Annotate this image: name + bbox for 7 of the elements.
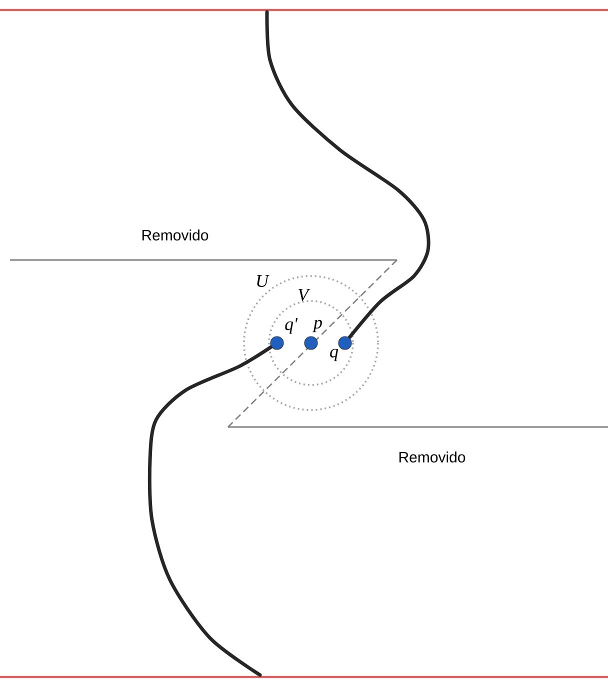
set-label: U — [257, 275, 270, 287]
point-label: q' — [285, 318, 298, 334]
region-label: Removido — [399, 452, 466, 462]
point-label: p — [312, 320, 322, 332]
region-label: Removido — [142, 230, 208, 240]
set-label: V — [298, 288, 310, 302]
point-label: q — [330, 348, 338, 362]
